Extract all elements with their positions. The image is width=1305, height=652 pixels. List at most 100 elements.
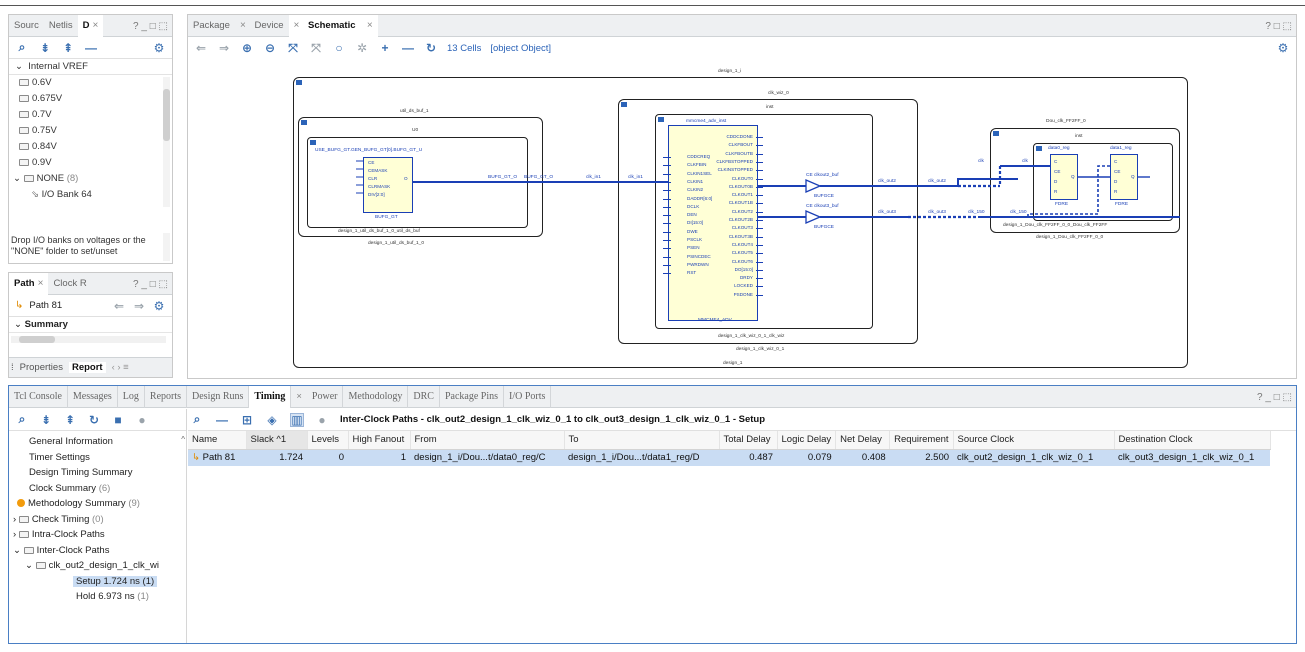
search-icon[interactable]: ⌕ <box>18 40 26 54</box>
close-icon[interactable]: × <box>293 19 300 31</box>
tab-netlist[interactable]: Netlis <box>48 19 73 31</box>
expand-icon[interactable]: + <box>381 41 389 55</box>
cell-data0-reg[interactable]: C CE D R Q <box>1050 154 1078 200</box>
tree-item-intra-clock[interactable]: › Intra-Clock Paths <box>9 527 186 543</box>
scrollbar[interactable] <box>163 77 170 207</box>
col-to[interactable]: To <box>564 431 720 450</box>
tab-timing[interactable]: Timing <box>249 386 292 408</box>
scrollbar-thumb[interactable] <box>163 89 170 141</box>
search-icon[interactable]: ⌕ <box>18 412 26 426</box>
block-inst[interactable] <box>655 114 873 329</box>
save-icon[interactable]: ■ <box>114 412 122 427</box>
tab-device-constraints[interactable]: D× <box>77 15 104 37</box>
tree-item-check-timing[interactable]: › Check Timing (0) <box>9 512 186 528</box>
col-name[interactable]: Name <box>188 431 247 450</box>
tab-scroll-arrows-icon[interactable]: ‹ › ≡ <box>111 362 129 373</box>
zoom-out-icon[interactable]: ⊖ <box>264 41 276 55</box>
schematic-icon[interactable]: ⊞ <box>241 412 253 427</box>
horizontal-scrollbar[interactable] <box>11 336 166 343</box>
tree-item-clock-summary[interactable]: Clock Summary (6) <box>9 481 186 497</box>
tab-properties[interactable]: Properties <box>19 362 63 373</box>
regenerate-icon[interactable]: ○ <box>335 41 343 55</box>
tab-package-pins[interactable]: Package Pins <box>440 386 504 408</box>
fit-selection-icon[interactable]: ⤧ <box>311 40 321 55</box>
forward-arrow-icon[interactable]: ⇒ <box>218 41 230 55</box>
cell-bufg-gt[interactable]: CE CEMASK CLR CLRMASK DIV[2:0] O <box>363 157 413 213</box>
window-controls[interactable]: ? □ ⬚ <box>1265 20 1292 32</box>
remove-icon[interactable]: — <box>85 40 97 55</box>
tree-item-design-timing-summary[interactable]: Design Timing Summary <box>29 467 133 478</box>
refresh-icon[interactable]: ↻ <box>88 412 100 427</box>
tab-methodology[interactable]: Methodology <box>343 386 409 408</box>
tab-package[interactable]: Package <box>193 19 230 31</box>
net-count[interactable]: [object Object] <box>490 42 552 54</box>
mark-icon[interactable]: ▥ <box>290 412 304 427</box>
list-item[interactable]: 0.75V <box>9 123 172 139</box>
forward-arrow-icon[interactable]: ⇒ <box>133 298 145 313</box>
tree-item-timer-settings[interactable]: Timer Settings <box>29 451 90 463</box>
tab-sources[interactable]: Sourc <box>14 19 39 31</box>
collapse-icon[interactable]: — <box>402 41 414 55</box>
tree-item-setup[interactable]: Setup 1.724 ns (1) <box>9 574 186 590</box>
tab-drc[interactable]: DRC <box>408 386 440 408</box>
tab-device[interactable]: × Device <box>235 15 289 37</box>
scrollbar[interactable] <box>163 233 170 261</box>
col-slack[interactable]: Slack ^1 <box>246 431 308 450</box>
tab-messages[interactable]: Messages <box>68 386 118 408</box>
tree-item-hold[interactable]: Hold 6.973 ns (1) <box>9 589 186 605</box>
gear-icon[interactable]: ⚙ <box>153 40 165 55</box>
list-item[interactable]: 0.9V <box>9 155 172 171</box>
tree-item-inter-clock[interactable]: ⌄ Inter-Clock Paths <box>9 543 186 559</box>
highlight-icon[interactable]: ◈ <box>267 412 277 427</box>
block-design-1-i[interactable] <box>293 77 1188 368</box>
status-icon[interactable]: ● <box>318 412 326 427</box>
back-arrow-icon[interactable]: ⇐ <box>113 298 125 313</box>
remove-icon[interactable]: — <box>216 412 228 427</box>
tab-report[interactable]: Report <box>68 362 106 373</box>
col-requirement[interactable]: Requirement <box>889 431 954 450</box>
search-icon[interactable]: ⌕ <box>193 412 201 426</box>
col-high-fanout[interactable]: High Fanout <box>348 431 411 450</box>
drag-handle-icon[interactable]: ⁞ <box>11 362 14 373</box>
col-destination-clock[interactable]: Destination Clock <box>1114 431 1271 450</box>
tab-tcl-console[interactable]: Tcl Console <box>9 386 68 408</box>
window-controls[interactable]: ? _ □ ⬚ <box>133 20 168 32</box>
tab-power[interactable]: Power <box>307 386 344 408</box>
refresh-icon[interactable]: ↻ <box>425 41 437 55</box>
close-icon[interactable]: × <box>239 19 246 31</box>
gear-icon[interactable]: ⚙ <box>153 298 165 313</box>
tab-reports[interactable]: Reports <box>145 386 188 408</box>
fit-view-icon[interactable]: ⤧ <box>288 40 298 55</box>
col-source-clock[interactable]: Source Clock <box>953 431 1115 450</box>
col-total-delay[interactable]: Total Delay <box>719 431 778 450</box>
zoom-in-icon[interactable]: ⊕ <box>241 41 253 55</box>
col-logic-delay[interactable]: Logic Delay <box>777 431 837 450</box>
list-item[interactable]: 0.84V <box>9 139 172 155</box>
block-util-ds-buf-1[interactable] <box>298 117 543 237</box>
settings-cog-icon[interactable]: ✲ <box>356 41 368 55</box>
list-item[interactable]: 0.7V <box>9 107 172 123</box>
table-row[interactable]: ↳ Path 81 1.724 0 1 design_1_i/Dou...t/d… <box>188 449 1271 466</box>
close-icon[interactable]: × <box>92 19 99 31</box>
window-controls[interactable]: ? _ □ ⬚ <box>133 278 168 290</box>
expand-all-icon[interactable]: ⇞ <box>64 412 76 427</box>
close-icon[interactable]: × <box>366 19 373 31</box>
status-icon[interactable]: ● <box>138 412 146 427</box>
list-item[interactable]: 0.675V <box>9 91 172 107</box>
close-icon[interactable]: × <box>296 390 302 402</box>
collapse-all-icon[interactable]: ⇟ <box>39 40 51 55</box>
col-levels[interactable]: Levels <box>307 431 349 450</box>
col-from[interactable]: From <box>410 431 565 450</box>
tree-item-clock-group[interactable]: ⌄ clk_out2_design_1_clk_wi <box>9 558 186 574</box>
close-icon[interactable]: × <box>37 277 44 289</box>
list-item[interactable]: 0.6V <box>9 75 172 91</box>
col-net-delay[interactable]: Net Delay <box>835 431 891 450</box>
tree-item-general[interactable]: General Information <box>29 436 113 447</box>
schematic-canvas[interactable]: design_1_i design_1 util_ds_buf_1 U0 USE… <box>188 59 1296 378</box>
expand-all-icon[interactable]: ⇞ <box>62 40 74 55</box>
tab-log[interactable]: Log <box>118 386 145 408</box>
cell-data1-reg[interactable]: C CE D R Q <box>1110 154 1138 200</box>
scrollbar-thumb[interactable] <box>19 336 55 343</box>
scroll-up-icon[interactable]: ^ <box>181 435 185 444</box>
